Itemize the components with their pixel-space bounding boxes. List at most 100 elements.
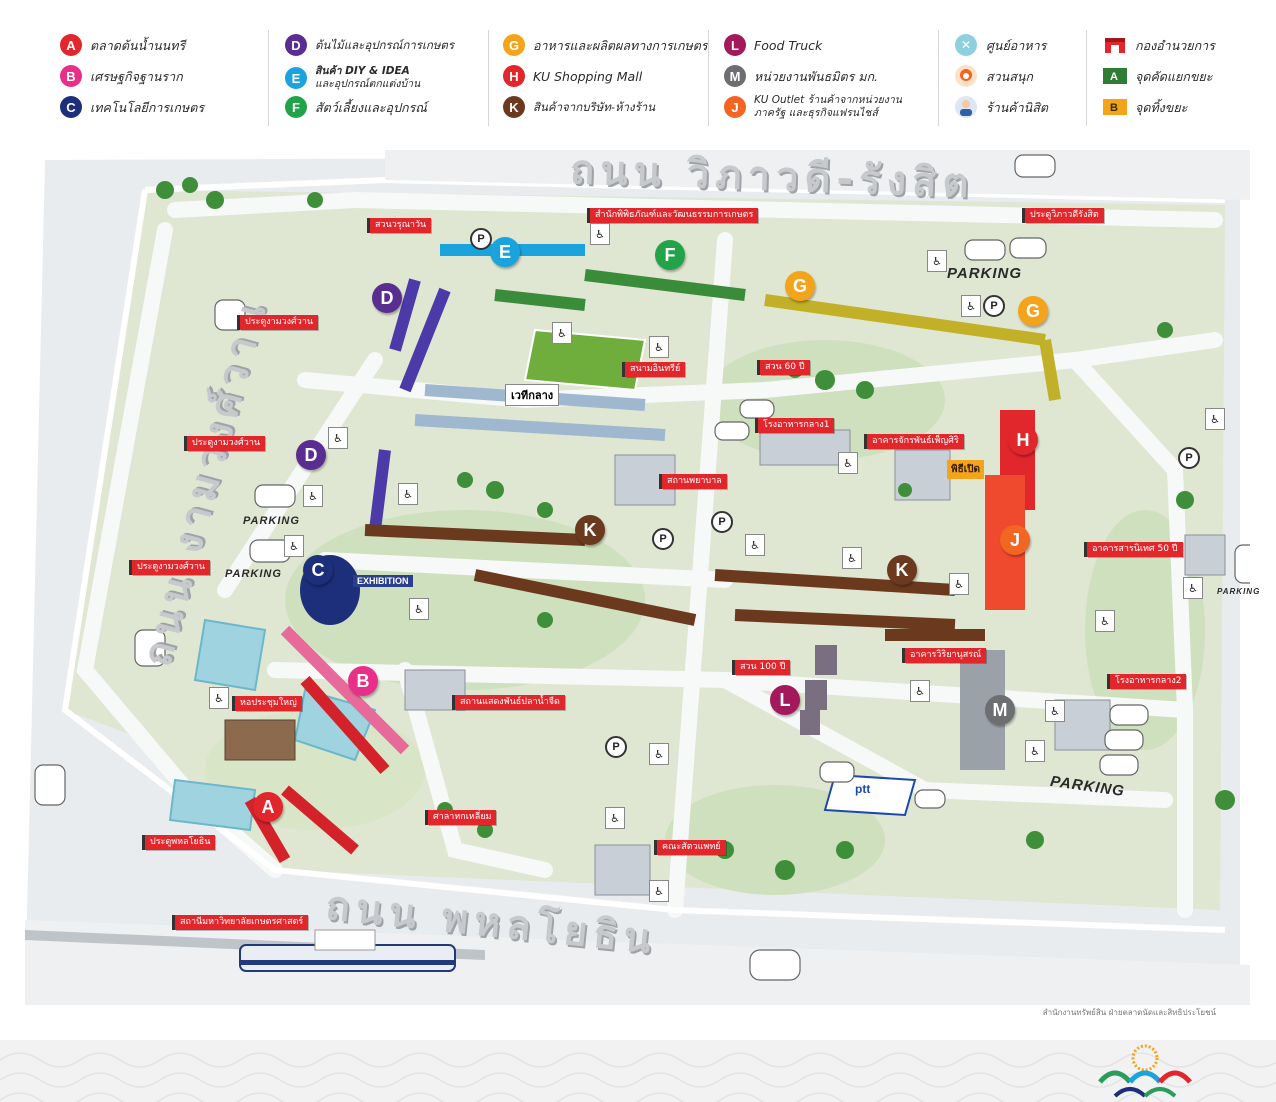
legend-divider bbox=[708, 30, 709, 126]
legend-label: จุดคัดแยกขยะ bbox=[1135, 68, 1213, 84]
map-base bbox=[25, 150, 1250, 1005]
legend-label: KU Shopping Mall bbox=[533, 68, 643, 84]
legend-label: อาหารและผลิตผลทางการเกษตร bbox=[533, 37, 708, 53]
tag-suan-100[interactable]: สวน 100 ปี bbox=[731, 660, 791, 675]
tag-suan-60[interactable]: สวน 60 ปี bbox=[757, 360, 810, 375]
zone-k-badge: K bbox=[503, 96, 525, 118]
tag-hospital[interactable]: สถานพยาบาล bbox=[659, 474, 727, 489]
opening-ceremony-label[interactable]: พิธีเปิด bbox=[947, 460, 984, 479]
parking-label-north[interactable]: PARKING bbox=[947, 265, 1023, 282]
legend-item-m: M หน่วยงานพันธมิตร มก. bbox=[724, 65, 878, 87]
toilet-icon: ♿ bbox=[590, 223, 610, 245]
toilet-icon: ♿ bbox=[284, 535, 304, 557]
parking-icon: P bbox=[983, 295, 1005, 317]
legend-item-office: กองอำนวยการ bbox=[1103, 33, 1215, 57]
zone-a-marker[interactable]: A bbox=[253, 792, 283, 822]
tag-bts-station[interactable]: สถานีมหาวิทยาลัยเกษตรศาสตร์ bbox=[171, 915, 309, 930]
legend-label: เศรษฐกิจฐานราก bbox=[90, 68, 183, 84]
legend-label: จุดทิ้งขยะ bbox=[1135, 99, 1188, 115]
legend-divider bbox=[1086, 30, 1087, 126]
legend-label: ศูนย์อาหาร bbox=[986, 37, 1047, 53]
zone-d-marker[interactable]: D bbox=[296, 440, 326, 470]
toilet-icon: ♿ bbox=[961, 295, 981, 317]
waste-sorting-icon: A bbox=[1103, 64, 1127, 88]
toilet-icon: ♿ bbox=[842, 547, 862, 569]
legend-label: สวนสนุก bbox=[986, 68, 1033, 84]
parking-label-east[interactable]: PARKING bbox=[1217, 587, 1261, 596]
tag-building-50[interactable]: อาคารสารนิเทศ 50 ปี bbox=[1084, 542, 1183, 557]
footer-wave-pattern bbox=[0, 1040, 1276, 1102]
tag-stadium[interactable]: สนามอินทรีย์ bbox=[621, 362, 686, 377]
parking-label-west-2[interactable]: PARKING bbox=[243, 515, 300, 527]
legend-label: ร้านค้านิสิต bbox=[986, 99, 1048, 115]
toilet-icon: ♿ bbox=[303, 485, 323, 507]
tag-gate-3[interactable]: ประตูงามวงศ์วาน bbox=[236, 315, 319, 330]
toilet-icon: ♿ bbox=[398, 483, 418, 505]
legend-label: ต้นไม้และอุปกรณ์การเกษตร bbox=[315, 37, 455, 52]
food-court-icon: ✕ bbox=[954, 33, 978, 57]
tag-pavilion[interactable]: ศาลาหกเหลี่ยม bbox=[424, 810, 497, 825]
toilet-icon: ♿ bbox=[649, 336, 669, 358]
legend-label: กองอำนวยการ bbox=[1135, 37, 1215, 53]
parking-icon: P bbox=[470, 228, 492, 250]
tag-central-cafeteria-1[interactable]: โรงอาหารกลาง1 bbox=[754, 418, 835, 433]
student-shop-icon bbox=[954, 95, 978, 119]
zone-b-marker[interactable]: B bbox=[348, 666, 378, 696]
tag-fisheries[interactable]: สถานแสดงพันธ์ปลาน้ำจืด bbox=[452, 695, 565, 710]
zone-c-marker[interactable]: C bbox=[303, 555, 333, 585]
zone-l-marker[interactable]: L bbox=[770, 685, 800, 715]
office-icon bbox=[1103, 33, 1127, 57]
tag-auditorium[interactable]: หอประชุมใหญ่ bbox=[232, 696, 302, 711]
toilet-icon: ♿ bbox=[328, 427, 348, 449]
tag-vet[interactable]: คณะสัตวแพทย์ bbox=[654, 840, 726, 855]
tag-gate-phahonyothin[interactable]: ประตูพหลโยธิน bbox=[141, 835, 216, 850]
event-logo-icon bbox=[1098, 1044, 1192, 1098]
zone-e-badge: E bbox=[285, 67, 307, 89]
legend-item-d: D ต้นไม้และอุปกรณ์การเกษตร bbox=[285, 34, 454, 56]
tag-gate-vibhavadi[interactable]: ประตูวิภาวดีรังสิต bbox=[1022, 208, 1104, 223]
tag-jakrabhan[interactable]: อาคารจักรพันธ์เพ็ญศิริ bbox=[864, 434, 964, 449]
legend-label-line2: และอุปกรณ์ตกแต่งบ้าน bbox=[315, 78, 421, 90]
tag-suanrukkawan[interactable]: สวนวรุณาวัน bbox=[366, 218, 432, 233]
exhibition-label[interactable]: EXHIBITION bbox=[353, 575, 413, 587]
legend-item-student-shop: ร้านค้านิสิต bbox=[954, 95, 1048, 119]
tag-sathaphorn[interactable]: อาคารวิริยานุสรณ์ bbox=[901, 648, 987, 663]
zone-h-marker[interactable]: H bbox=[1008, 425, 1038, 455]
tag-gate-2[interactable]: ประตูงามวงศ์วาน bbox=[183, 436, 266, 451]
toilet-icon: ♿ bbox=[1045, 700, 1065, 722]
legend-item-food-court: ✕ ศูนย์อาหาร bbox=[954, 33, 1046, 57]
main-stage-label[interactable]: เวทีกลาง bbox=[505, 384, 560, 406]
legend-label: KU Outlet ร้านค้าจากหน่วยงาน bbox=[754, 94, 902, 106]
legend-divider bbox=[938, 30, 939, 126]
parking-icon: P bbox=[652, 528, 674, 550]
zone-k-marker[interactable]: K bbox=[887, 555, 917, 585]
legend-item-h: H KU Shopping Mall bbox=[503, 65, 642, 87]
zone-g-marker[interactable]: G bbox=[1018, 296, 1048, 326]
campus-map[interactable]: ถนน วิภาวดี-รังสิต ถนน พหลโยธิน ถนน งามว… bbox=[25, 147, 1259, 1005]
trash-point-icon: B bbox=[1103, 95, 1127, 119]
legend-item-g: G อาหารและผลิตผลทางการเกษตร bbox=[503, 34, 708, 56]
legend-item-c: C เทคโนโลยีการเกษตร bbox=[60, 96, 204, 118]
toilet-icon: ♿ bbox=[552, 322, 572, 344]
legend-item-a: A ตลาดต้นน้ำนนทรี bbox=[60, 34, 185, 56]
tag-gate-1[interactable]: ประตูงามวงศ์วาน bbox=[128, 560, 211, 575]
ptt-label: ptt bbox=[855, 782, 871, 796]
parking-icon: P bbox=[605, 736, 627, 758]
tag-central-cafeteria-2[interactable]: โรงอาหารกลาง2 bbox=[1106, 674, 1187, 689]
zone-f-marker[interactable]: F bbox=[655, 240, 685, 270]
toilet-icon: ♿ bbox=[745, 534, 765, 556]
zone-m-badge: M bbox=[724, 65, 746, 87]
zone-m-marker[interactable]: M bbox=[985, 695, 1015, 725]
tag-museum[interactable]: สำนักพิพิธภัณฑ์และวัฒนธรรมการเกษตร bbox=[586, 208, 759, 223]
zone-k-marker[interactable]: K bbox=[575, 515, 605, 545]
zone-b-badge: B bbox=[60, 65, 82, 87]
toilet-icon: ♿ bbox=[1095, 610, 1115, 632]
toilet-icon: ♿ bbox=[927, 250, 947, 272]
zone-g-marker[interactable]: G bbox=[785, 271, 815, 301]
parking-label-west[interactable]: PARKING bbox=[225, 568, 282, 580]
legend-label: สินค้าจากบริษัท-ห้างร้าน bbox=[533, 99, 656, 114]
zone-j-marker[interactable]: J bbox=[1000, 525, 1030, 555]
legend-item-e: E สินค้า DIY & IDEA และอุปกรณ์ตกแต่งบ้าน bbox=[285, 65, 420, 91]
zone-e-marker[interactable]: E bbox=[490, 237, 520, 267]
zone-d-marker[interactable]: D bbox=[372, 283, 402, 313]
